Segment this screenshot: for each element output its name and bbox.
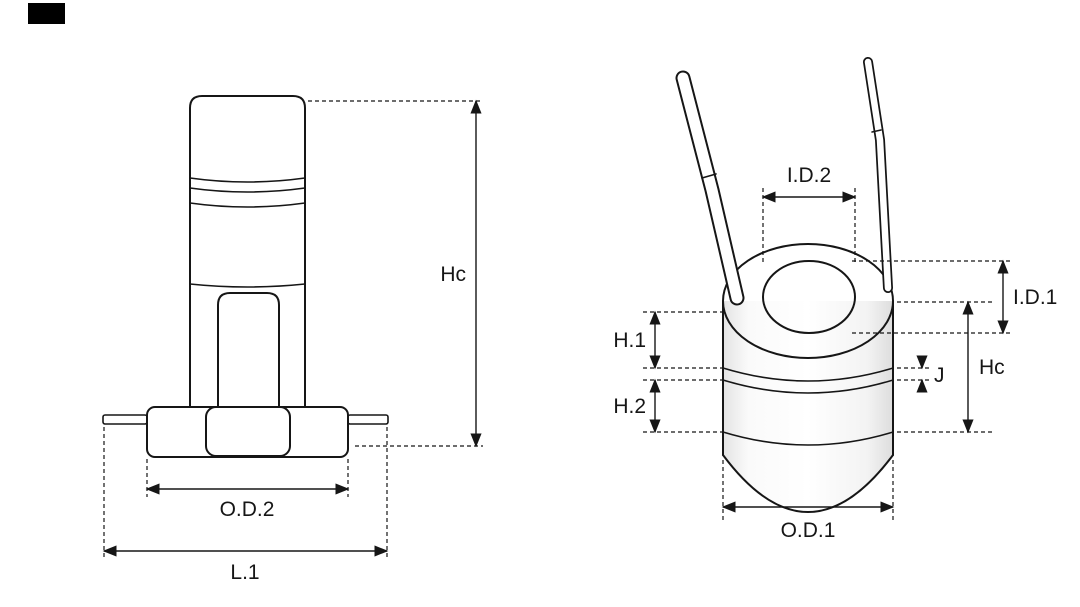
terminal-left — [102, 414, 148, 425]
dim-label-h1: H.1 — [613, 329, 646, 352]
right-view: I.D.2 I.D.1 Hc H.1 H.2 — [613, 57, 1057, 542]
dim-label-id2: I.D.2 — [787, 164, 831, 187]
dim-label-j: J — [934, 364, 945, 387]
shaft-groove-line — [189, 187, 306, 193]
dim-label-od1: O.D.1 — [781, 519, 836, 542]
lead-wire-right-core — [864, 58, 892, 292]
ring-band-line — [722, 367, 894, 382]
shaft-groove-line — [189, 177, 306, 183]
left-view: Hc O.D.2 L.1 — [102, 95, 483, 584]
dim-label-od2: O.D.2 — [220, 498, 275, 521]
base-hub — [205, 406, 291, 457]
lead-wire-left-core — [677, 72, 743, 304]
lead-wire-right-joint-line — [871, 129, 882, 133]
brand-logo — [28, 3, 65, 24]
shaft-body — [189, 95, 306, 408]
dim-label-id1: I.D.1 — [1013, 286, 1057, 309]
dim-label-hc-right: Hc — [979, 356, 1005, 379]
terminal-right — [347, 414, 389, 425]
shaft-mid-line — [189, 283, 306, 288]
dim-label-hc-left: Hc — [440, 263, 466, 286]
cylinder-body — [723, 301, 893, 512]
shaft-slot — [217, 292, 280, 408]
ring-top-face — [722, 243, 894, 359]
lead-wire-left-joint-line — [701, 173, 717, 179]
ring-bore — [762, 260, 856, 334]
dim-label-l1: L.1 — [230, 561, 259, 584]
ring-band-line — [722, 431, 894, 446]
shaft-groove-line — [189, 202, 306, 208]
ring-band-line — [722, 379, 894, 394]
dim-label-h2: H.2 — [613, 395, 646, 418]
base-flange — [146, 406, 349, 458]
